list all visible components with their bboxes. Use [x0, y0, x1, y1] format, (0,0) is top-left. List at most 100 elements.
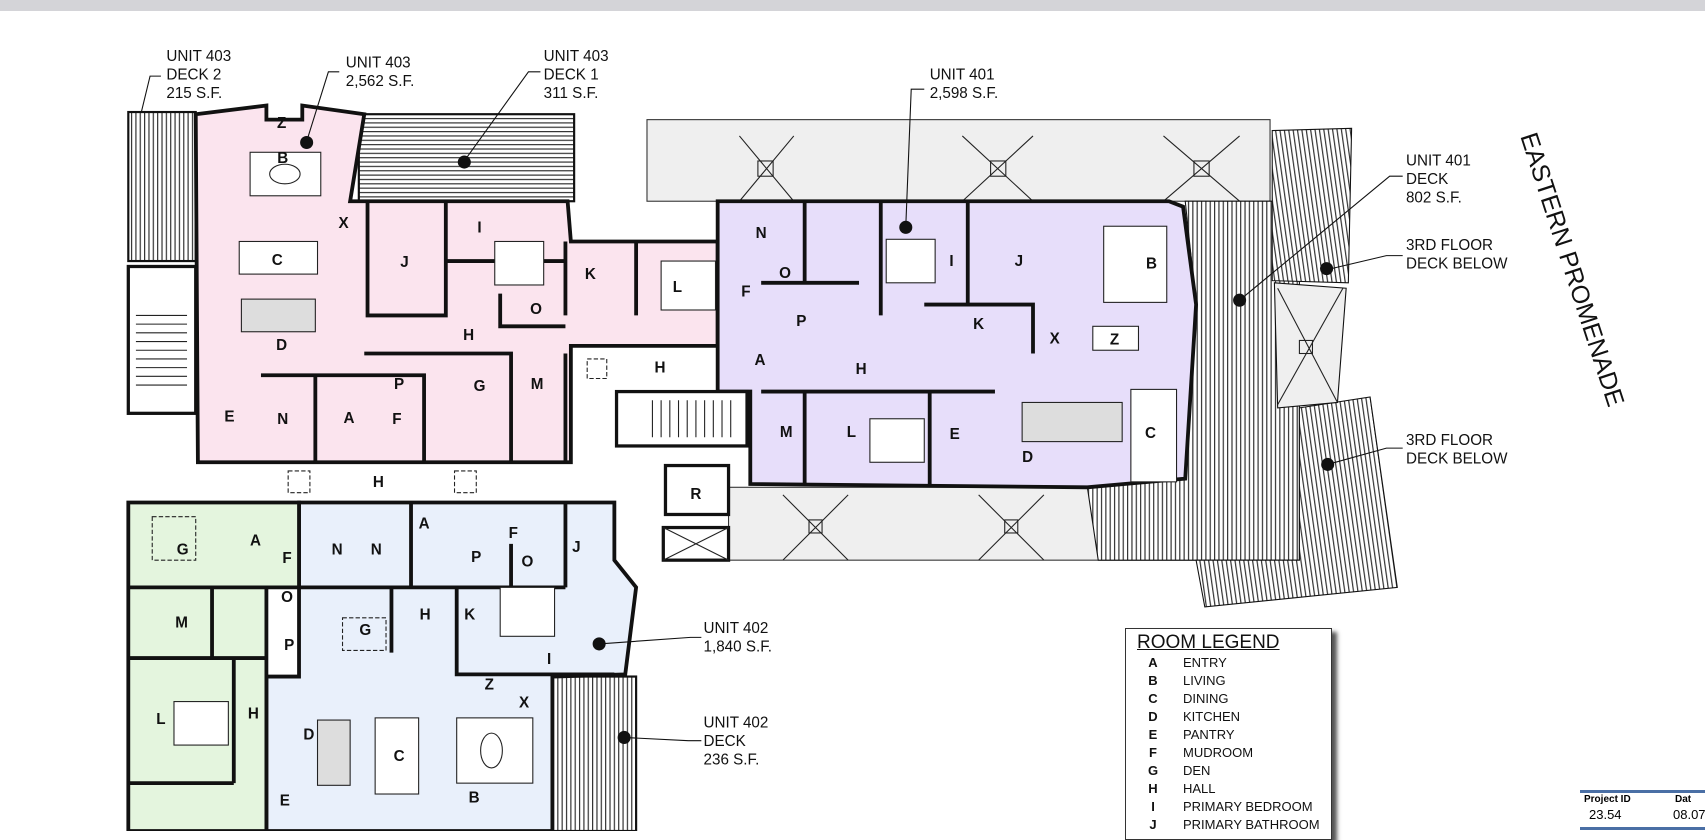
room-label: F: [392, 411, 401, 428]
room-label: G: [177, 541, 189, 558]
legend-key: B: [1148, 673, 1158, 688]
terrace-north: [646, 119, 1271, 202]
legend-key: C: [1148, 691, 1158, 706]
unit-402: [264, 500, 639, 831]
deck-403-2: [127, 110, 197, 263]
room-label: O: [779, 265, 791, 282]
room-label: H: [420, 607, 431, 624]
room-label: G: [474, 378, 486, 395]
room-label: B: [277, 150, 288, 167]
room-label: E: [224, 409, 234, 426]
legend-key: J: [1149, 817, 1157, 832]
legend-label: ENTRY: [1183, 655, 1227, 670]
legend-item: E PANTRY: [1126, 726, 1331, 744]
legend-label: DINING: [1183, 691, 1229, 706]
room-label: D: [1022, 449, 1033, 466]
room-label: Z: [277, 115, 286, 132]
deck-below-south: [1195, 396, 1398, 608]
street-label: EASTERN PROMENADE: [1514, 129, 1629, 410]
room-label: O: [281, 589, 293, 606]
legend-key: A: [1148, 655, 1158, 670]
legend-label: PANTRY: [1183, 727, 1235, 742]
room-label: Z: [485, 676, 494, 693]
legend-item: F MUDROOM: [1126, 744, 1331, 762]
room-label: K: [973, 316, 984, 333]
legend-label: HALL: [1183, 781, 1216, 796]
room-label: F: [741, 284, 750, 301]
room-label: C: [394, 748, 405, 765]
legend-key: E: [1148, 727, 1158, 742]
legend-label: KITCHEN: [1183, 709, 1241, 724]
room-label: J: [400, 254, 408, 271]
room-label: P: [284, 637, 294, 654]
legend-key: I: [1151, 799, 1155, 814]
room-label: E: [950, 426, 960, 443]
room-label: A: [344, 410, 355, 427]
room-label: G: [359, 622, 371, 639]
date-value: 08.07: [1673, 807, 1705, 822]
room-label: K: [585, 266, 596, 283]
room-label: A: [250, 533, 261, 550]
room-label: B: [1146, 255, 1157, 272]
room-labels-402: A F N P O J K H G I Z X D C B E: [280, 515, 581, 809]
room-labels-common: H H R: [373, 360, 702, 503]
room-labels-403: Z B C X D J I K L O H P G M E N A F: [224, 115, 682, 428]
date-label: Dat: [1675, 794, 1692, 805]
room-label: O: [521, 553, 533, 570]
legend-item: C DINING: [1126, 690, 1331, 708]
room-label: A: [755, 352, 766, 369]
room-labels-401: N O F P I J B K X Z A H M L E D C: [741, 225, 1157, 466]
legend-label: LIVING: [1183, 673, 1226, 688]
legend-label: MUDROOM: [1183, 745, 1254, 760]
room-label: N: [277, 411, 288, 428]
deck-402: [551, 675, 638, 831]
room-label: X: [519, 695, 530, 712]
legend-item: A ENTRY: [1126, 654, 1331, 672]
furniture: [151, 151, 1178, 795]
room-label: D: [303, 726, 314, 743]
room-label: L: [673, 279, 682, 296]
project-id-label: Project ID: [1584, 794, 1631, 805]
room-label: N: [756, 225, 767, 242]
room-r-box: [663, 463, 731, 517]
legend-title: ROOM LEGEND: [1137, 632, 1280, 653]
legend-key: H: [1148, 781, 1158, 796]
room-label: O: [530, 301, 542, 318]
room-label: P: [471, 549, 481, 566]
room-label: F: [282, 550, 291, 567]
room-label: N: [371, 541, 382, 558]
room-label: C: [272, 252, 283, 269]
legend-label: PRIMARY BEDROOM: [1183, 799, 1313, 814]
legend-item: I PRIMARY BEDROOM: [1126, 798, 1331, 816]
stair-center: [614, 389, 749, 448]
deck-below-north: [1271, 127, 1353, 284]
legend-key: F: [1149, 745, 1157, 760]
room-label: H: [463, 327, 474, 344]
room-label: B: [469, 789, 480, 806]
callout-dots: [300, 135, 1335, 744]
callouts: [140, 71, 1403, 742]
unit-403: [193, 103, 720, 465]
top-toolbar-strip: [0, 0, 1705, 11]
room-label: N: [332, 541, 343, 558]
room-label: J: [1015, 253, 1023, 270]
room-label: H: [373, 474, 384, 491]
room-label: F: [509, 525, 518, 542]
room-label: I: [477, 219, 481, 236]
room-label: Z: [1110, 331, 1119, 348]
stair-west: [126, 264, 198, 415]
room-label: J: [572, 539, 580, 556]
room-label: L: [847, 424, 856, 441]
legend-key: G: [1147, 763, 1159, 778]
